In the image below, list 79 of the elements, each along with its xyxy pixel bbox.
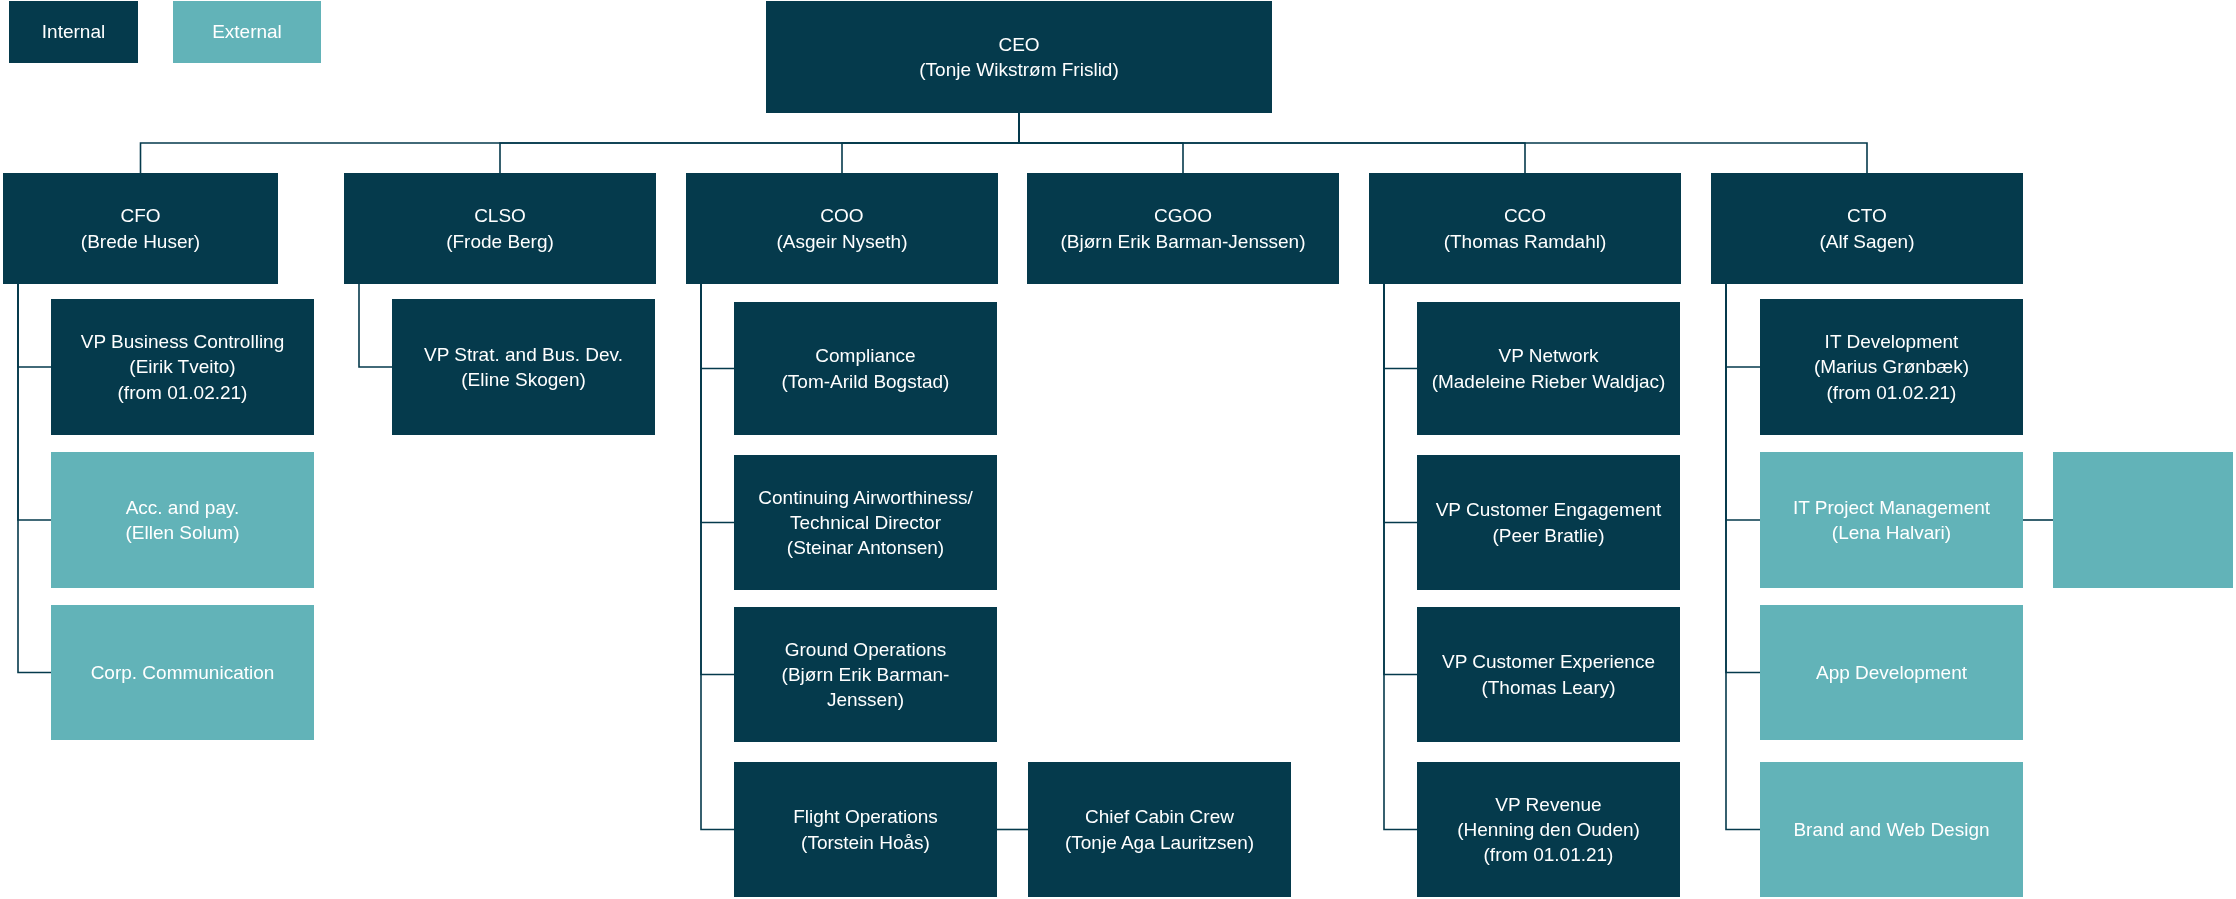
org-box-text: Compliance bbox=[815, 344, 916, 369]
org-box bbox=[51, 299, 314, 435]
org-box bbox=[1760, 452, 2023, 588]
org-box-text: (Tonje Aga Lauritzsen) bbox=[1064, 830, 1255, 855]
org-box-text: Flight Operations bbox=[793, 805, 938, 830]
connector-line bbox=[17, 283, 52, 674]
org-box bbox=[686, 173, 998, 284]
connector-line bbox=[358, 283, 393, 368]
org-box bbox=[3, 173, 278, 284]
org-box-text: CFO bbox=[120, 204, 161, 229]
org-box-text: (Bjørn Erik Barman-Jenssen) bbox=[1060, 229, 1306, 254]
org-box bbox=[1417, 607, 1680, 742]
org-box bbox=[1711, 173, 2023, 284]
org-box-text: (Steinar Antonsen) bbox=[786, 536, 945, 561]
org-box bbox=[1417, 302, 1680, 435]
org-box-text: (Madeleine Rieber Waldjac) bbox=[1431, 369, 1666, 394]
org-box-text: (Eline Skogen) bbox=[461, 368, 586, 392]
org-box-text: Brand and Web Design bbox=[1793, 817, 1990, 842]
org-box bbox=[51, 452, 314, 588]
org-box-text: Ground Operations bbox=[784, 637, 947, 662]
org-box-text: CCO bbox=[1503, 204, 1547, 229]
org-box-text: (Alf Sagen) bbox=[1819, 229, 1915, 254]
org-box bbox=[344, 173, 656, 284]
org-box-text: CTO bbox=[1847, 204, 1887, 229]
org-box-text: (Lena Halvari) bbox=[1831, 521, 1952, 545]
org-box bbox=[1028, 762, 1291, 897]
org-box-text: VP Customer Engagement bbox=[1435, 498, 1662, 523]
org-box-text: (Bjørn Erik Barman-Jenssen) bbox=[780, 662, 951, 713]
org-box-text: Chief Cabin Crew bbox=[1085, 805, 1234, 830]
org-box-text: (Henning den Ouden) bbox=[1457, 817, 1640, 842]
org-box bbox=[766, 1, 1272, 113]
org-box-text: Corp. Communication bbox=[90, 660, 275, 685]
org-box bbox=[392, 299, 655, 435]
org-box-text: (Torstein Hoås) bbox=[801, 830, 930, 855]
org-box bbox=[1369, 173, 1681, 284]
connector-line bbox=[996, 828, 1029, 831]
org-box bbox=[1417, 762, 1680, 897]
org-box-text: IT Project Management bbox=[1792, 495, 1991, 520]
org-box-text: App Development bbox=[1815, 660, 1967, 685]
org-box-text: (from 01.01.21) bbox=[1483, 843, 1614, 868]
org-box bbox=[51, 605, 314, 740]
org-box-text: VP Network bbox=[1498, 344, 1599, 369]
org-box-text: IT Development bbox=[1824, 330, 1959, 355]
org-box bbox=[1417, 455, 1680, 590]
org-box bbox=[1760, 299, 2023, 435]
org-box-text: Acc. and pay. bbox=[125, 495, 240, 520]
legend-swatch: Internal bbox=[9, 1, 138, 63]
empty-box bbox=[2053, 452, 2233, 588]
org-box bbox=[1760, 605, 2023, 740]
org-box-text: CLSO bbox=[474, 204, 526, 229]
org-box-text: (Asgeir Nyseth) bbox=[776, 229, 908, 254]
org-box-text: (Ellen Solum) bbox=[125, 521, 240, 545]
org-box-text: CGOO bbox=[1153, 204, 1213, 229]
org-box bbox=[734, 607, 997, 742]
org-box-text: (from 01.02.21) bbox=[117, 380, 248, 405]
org-box-text: (Brede Huser) bbox=[80, 229, 201, 254]
org-box-text: (Marius Grønbæk) bbox=[1813, 355, 1970, 380]
org-box-text: (Frode Berg) bbox=[446, 229, 554, 254]
org-box-text: CEO bbox=[998, 32, 1040, 57]
org-box bbox=[734, 455, 997, 590]
org-box-text: (Thomas Leary) bbox=[1481, 675, 1616, 700]
org-box-text: (Eirik Tveito) bbox=[129, 355, 236, 380]
org-box-text: (from 01.02.21) bbox=[1826, 380, 1957, 405]
org-box-text: (Thomas Ramdahl) bbox=[1443, 229, 1607, 254]
org-box bbox=[734, 762, 997, 897]
org-box-text: (Peer Bratlie) bbox=[1492, 523, 1605, 548]
org-box-text: VP Strat. and Bus. Dev. bbox=[424, 342, 623, 367]
org-box bbox=[1027, 173, 1339, 284]
org-box-text: VP Revenue bbox=[1495, 792, 1602, 817]
org-box-text: Continuing Airworthiness/ Technical Director bbox=[757, 485, 974, 535]
org-box bbox=[1760, 762, 2023, 897]
org-box-text: (Tom-Arild Bogstad) bbox=[781, 369, 950, 394]
org-box-text: (Tonje Wikstrøm Frislid) bbox=[919, 58, 1119, 82]
connector-line bbox=[2022, 519, 2054, 521]
org-box-text: COO bbox=[820, 204, 864, 229]
legend-swatch: External bbox=[173, 1, 321, 63]
org-box-text: VP Customer Experience bbox=[1442, 650, 1655, 675]
org-box-text: VP Business Controlling bbox=[80, 330, 285, 355]
org-box bbox=[734, 302, 997, 435]
